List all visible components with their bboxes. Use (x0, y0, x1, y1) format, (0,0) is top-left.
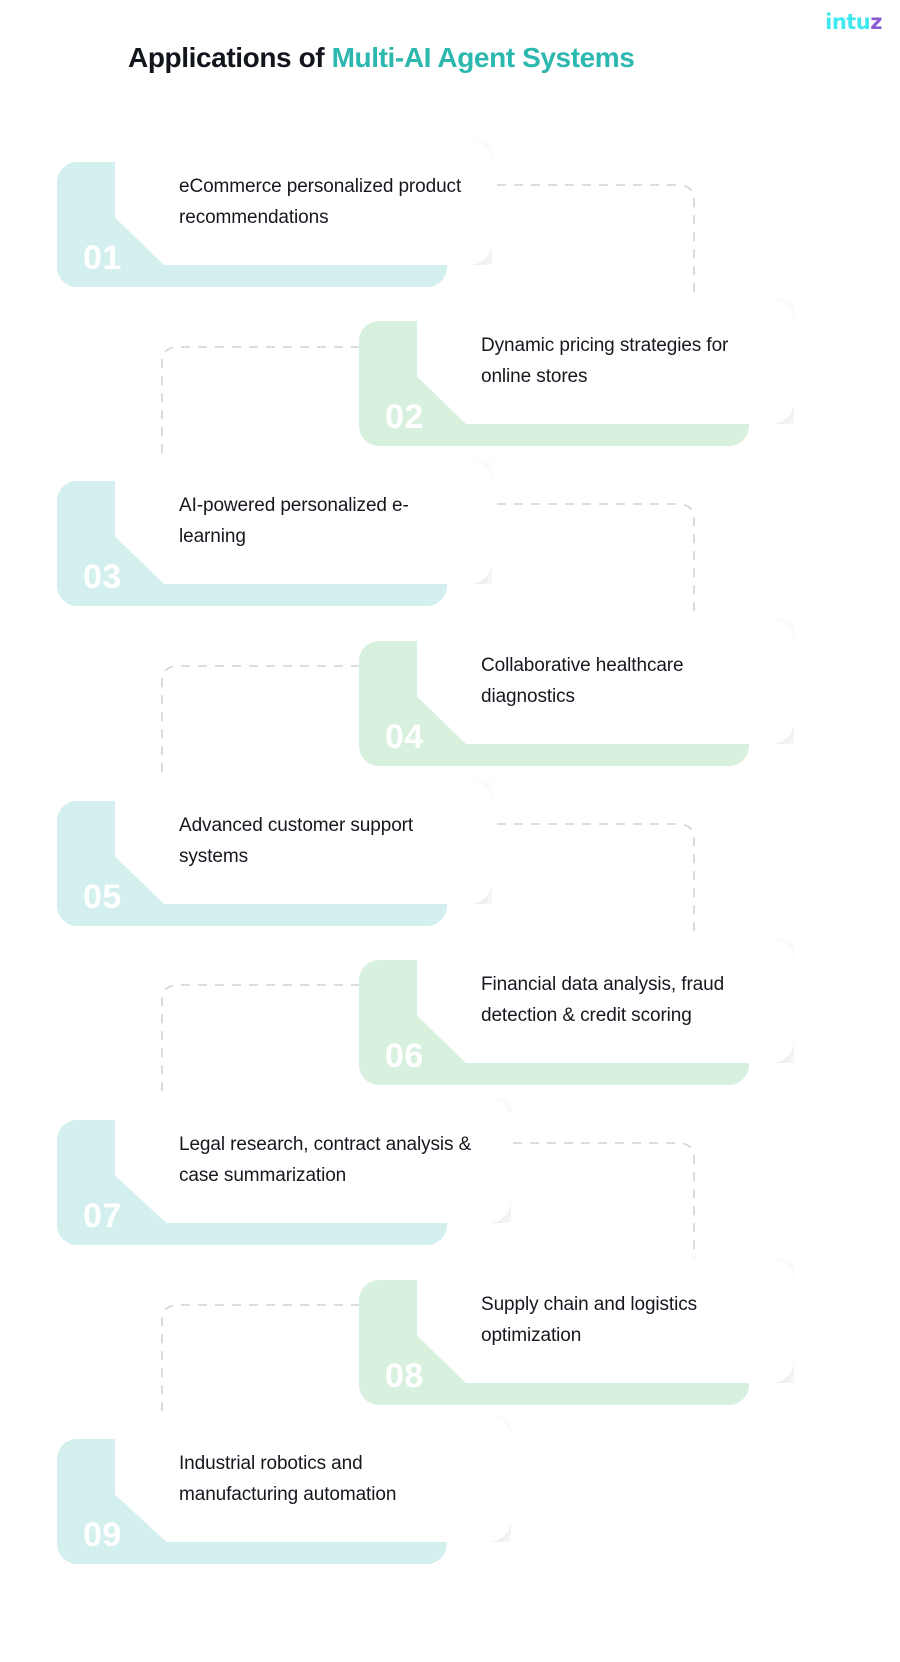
logo-main-text: intu (825, 10, 871, 34)
item-label: Advanced customer support systems (179, 814, 414, 867)
item-number: 07 (83, 1197, 122, 1235)
page-title-accent: Multi-AI Agent Systems (331, 42, 635, 73)
item-label: Industrial robotics and manufacturing au… (179, 1452, 397, 1505)
item-label: Financial data analysis, fraud detection… (481, 973, 725, 1026)
item-number: 03 (83, 558, 122, 596)
item-number: 01 (83, 239, 122, 277)
item-number: 05 (83, 878, 122, 916)
logo-accent-text: z (870, 10, 882, 34)
item-card[interactable]: Collaborative healthcare diagnostics (417, 619, 794, 744)
item-card[interactable]: Dynamic pricing strategies for online st… (417, 299, 794, 424)
item-label: Supply chain and logistics optimization (481, 1293, 698, 1346)
page-title: Applications of Multi-AI Agent Systems (128, 40, 635, 75)
item-number: 02 (385, 398, 424, 436)
item-card[interactable]: Legal research, contract analysis & case… (115, 1098, 511, 1223)
item-card[interactable]: AI-powered personalized e-learning (115, 459, 492, 584)
item-number: 08 (385, 1357, 424, 1395)
item-card[interactable]: eCommerce personalized product recommend… (115, 140, 492, 265)
item-card[interactable]: Industrial robotics and manufacturing au… (115, 1417, 511, 1542)
item-label: Dynamic pricing strategies for online st… (481, 334, 729, 387)
item-card[interactable]: Advanced customer support systems (115, 779, 492, 904)
item-number: 04 (385, 718, 424, 756)
item-number: 09 (83, 1516, 122, 1554)
item-label: AI-powered personalized e-learning (179, 494, 409, 547)
item-number: 06 (385, 1037, 424, 1075)
page-title-prefix: Applications of (128, 42, 332, 73)
intuz-logo: intuz (825, 12, 882, 33)
item-label: Collaborative healthcare diagnostics (481, 654, 684, 707)
item-label: Legal research, contract analysis & case… (179, 1133, 472, 1186)
item-card[interactable]: Supply chain and logistics optimization (417, 1258, 794, 1383)
item-card[interactable]: Financial data analysis, fraud detection… (417, 938, 794, 1063)
item-label: eCommerce personalized product recommend… (179, 175, 462, 228)
